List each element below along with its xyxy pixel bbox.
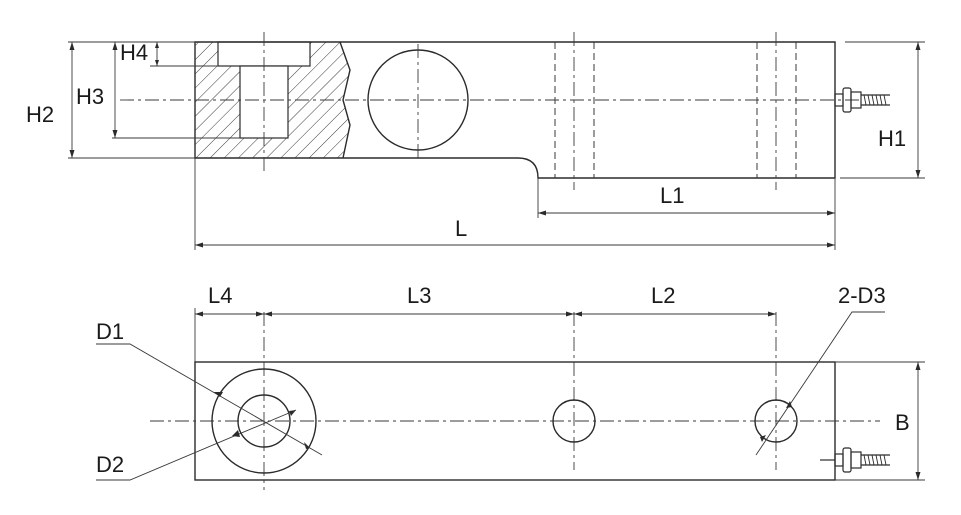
label-h1: H1 <box>878 126 906 151</box>
cable-gland-icon <box>820 447 890 473</box>
label-d1: D1 <box>96 319 124 344</box>
label-l1: L1 <box>660 183 684 208</box>
side-view: H4 H3 H2 H1 L1 L <box>26 32 925 250</box>
top-view: L4 L3 L2 2-D3 D1 D2 B <box>96 283 925 490</box>
label-l3: L3 <box>407 283 431 308</box>
label-l: L <box>455 216 467 241</box>
hole-d3-right <box>754 399 798 443</box>
hole-d2-inner <box>237 394 291 448</box>
label-h2: H2 <box>26 102 54 127</box>
side-body-outline <box>194 41 836 179</box>
label-b: B <box>895 410 910 435</box>
hole-d3-middle <box>552 399 596 443</box>
break-line <box>339 41 351 159</box>
label-h4: H4 <box>120 40 148 65</box>
label-d3: 2-D3 <box>838 283 886 308</box>
label-h3: H3 <box>76 84 104 109</box>
hole-d1-outer <box>211 368 317 474</box>
label-l2: L2 <box>651 283 675 308</box>
label-d2: D2 <box>96 452 124 477</box>
label-l4: L4 <box>208 283 232 308</box>
cable-gland-icon <box>834 87 890 113</box>
